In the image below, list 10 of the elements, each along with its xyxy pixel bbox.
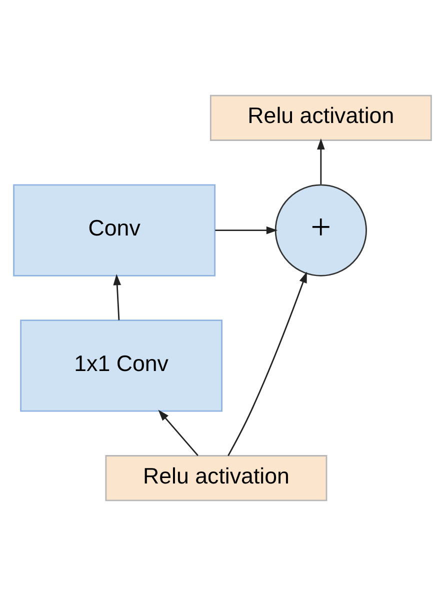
arrow — [215, 226, 278, 234]
arrow — [228, 271, 307, 456]
arrow — [113, 274, 122, 320]
node-box: 1x1 Conv — [20, 319, 222, 412]
arrow — [317, 138, 325, 184]
arrow — [158, 409, 198, 456]
node-box: Relu activation — [105, 454, 328, 501]
node-box: Relu activation — [210, 94, 432, 140]
node-circle: + — [274, 184, 367, 276]
node-box: Conv — [13, 184, 216, 276]
